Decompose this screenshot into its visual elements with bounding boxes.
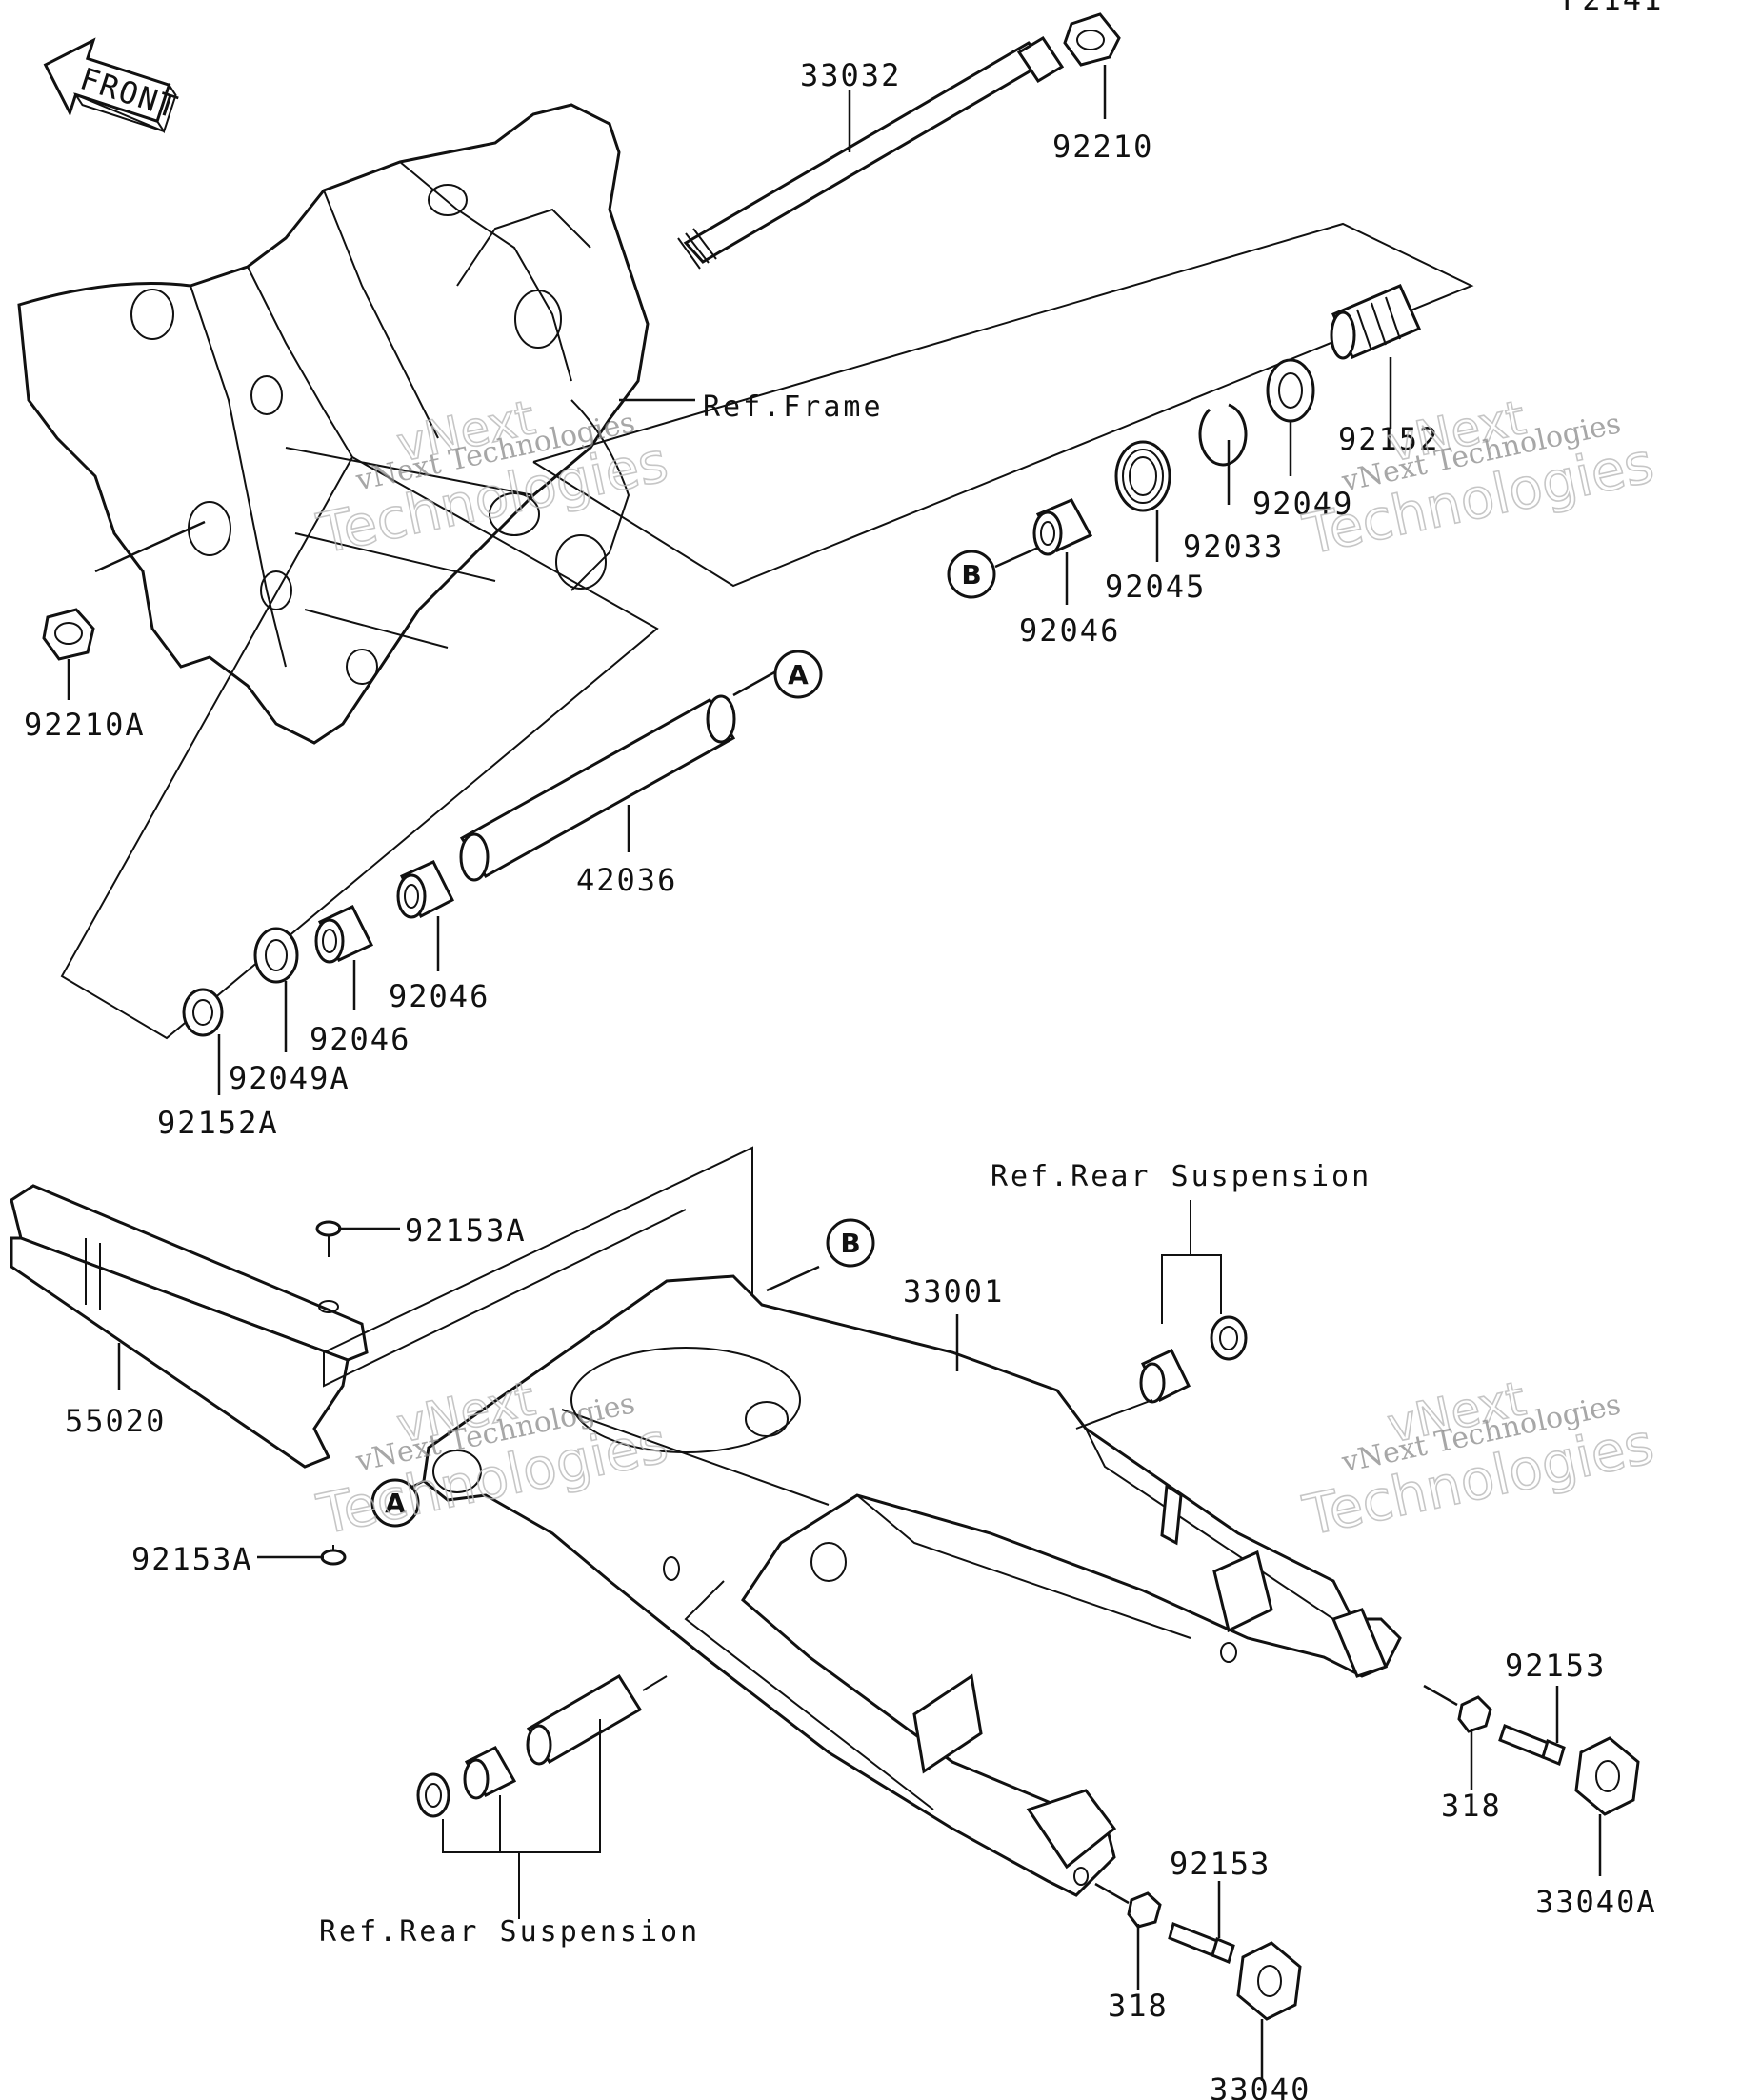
label-92046-1: 92046 [389,978,490,1014]
svg-text:B: B [961,559,981,590]
label-92153A-bottom: 92153A [131,1541,253,1577]
label-92049: 92049 [1252,486,1353,522]
nut-318-bottom [1127,1891,1162,1929]
screw-92153A-top [315,1220,342,1257]
collar-92152A [182,988,224,1037]
nut-92210A [42,608,95,661]
needle-bearing-92046-1 [396,860,455,919]
chain-adjuster-33040A [1574,1736,1640,1816]
label-ref-rear-suspension-top: Ref.Rear Suspension [991,1160,1371,1193]
svg-text:B: B [840,1228,860,1259]
oil-seal-92049A [253,927,299,984]
watermark-lower-right: vNext vNext Technologies Technologies [1297,1370,1660,1550]
svg-text:A: A [788,659,809,690]
label-92153-right: 92153 [1505,1648,1606,1684]
bushing-rear-susp-bottom [416,1673,643,1818]
label-92046-b: 92046 [1019,612,1120,649]
explode-box-mid [60,456,659,1040]
front-arrow-icon: FRONT [43,37,183,134]
callout-b-mid: B [826,1218,875,1268]
label-92152A: 92152A [157,1105,279,1141]
label-92153A-top: 92153A [405,1212,527,1249]
bolt-92153-bottom [1168,1921,1235,1965]
bushing-rear-susp-top [1139,1315,1248,1404]
swingarm-33001 [422,1274,1402,1897]
frame-drawing [17,103,650,745]
label-318-bottom: 318 [1108,1988,1169,2024]
label-33040A: 33040A [1535,1884,1657,1920]
label-92153-bottom: 92153 [1170,1846,1271,1882]
page-code: F2141 [1562,0,1663,17]
label-92033: 92033 [1183,529,1284,565]
screw-92153A-bottom [320,1545,347,1566]
bearing-92045 [1114,440,1171,512]
bolt-92153-right [1498,1724,1566,1767]
explode-box-lower-2 [323,1209,687,1388]
oil-seal-92049 [1266,358,1315,423]
explode-box-upper [532,222,1474,588]
pivot-shaft-33032 [677,35,1065,270]
svg-text:A: A [385,1488,406,1519]
needle-bearing-92046-b [1032,498,1093,556]
watermark-upper-right: vNext vNext Technologies Technologies [1297,390,1660,569]
callout-b-top: B [947,550,996,599]
label-33001: 33001 [903,1273,1004,1310]
chain-adjuster-33040 [1236,1941,1302,2021]
callout-a-top: A [773,650,823,699]
nut-318-right [1457,1695,1492,1733]
label-92045: 92045 [1105,569,1206,605]
label-92046-2: 92046 [310,1021,410,1057]
label-55020: 55020 [65,1403,166,1439]
label-33040: 33040 [1210,2071,1311,2100]
leader-lines [67,65,1602,2081]
chain-guide-55020 [10,1184,369,1469]
sleeve-42036 [459,694,736,882]
label-92210: 92210 [1052,129,1153,165]
label-ref-rear-suspension-bottom: Ref.Rear Suspension [319,1915,700,1949]
ref-rear-susp-top-bracket [1161,1254,1222,1324]
label-92210A: 92210A [24,707,146,743]
nut-92210 [1063,12,1121,67]
ref-rear-susp-bottom-bracket [442,1719,601,1853]
label-318-right: 318 [1441,1788,1502,1824]
label-42036: 42036 [576,862,677,898]
callout-a-mid: A [370,1478,420,1528]
label-92049A: 92049A [229,1060,350,1096]
collar-92152 [1330,284,1421,360]
label-92152: 92152 [1338,421,1439,457]
needle-bearing-92046-2 [314,905,374,964]
label-33032: 33032 [800,57,901,93]
circlip-92033 [1198,403,1248,467]
label-ref-frame: Ref.Frame [703,390,884,424]
